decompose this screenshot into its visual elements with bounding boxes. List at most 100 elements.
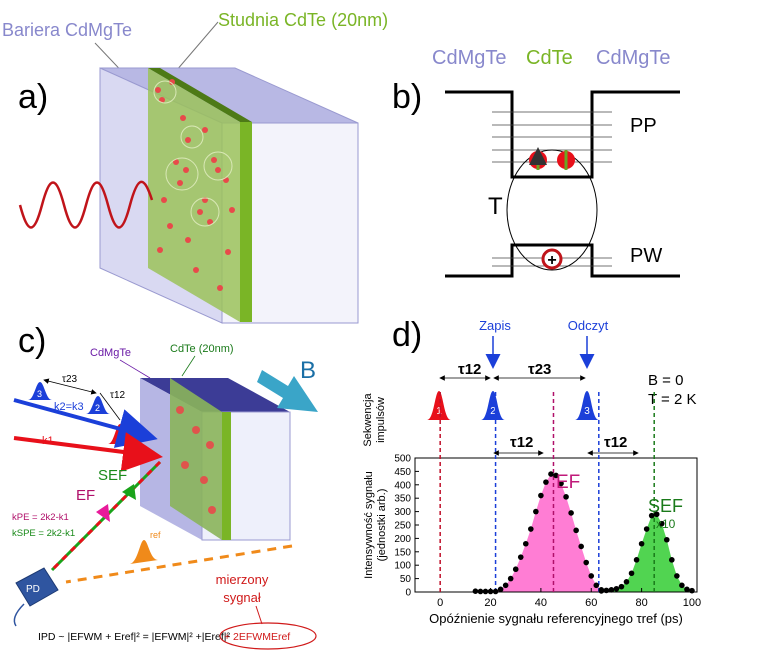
cdmgte-pointer bbox=[119, 359, 151, 379]
data-point-ef bbox=[553, 472, 559, 479]
ef-pulse bbox=[96, 504, 110, 522]
data-point-sef bbox=[603, 587, 610, 594]
data-point-sef bbox=[638, 540, 645, 547]
tau12-label: τ12 bbox=[110, 390, 126, 401]
sef-peak-label: SEF bbox=[648, 496, 683, 516]
valence-band-label: PW bbox=[630, 245, 662, 267]
detector-formula: IPD ~ |EFWM + Eref|² = |EFWM|² +|Eref|² bbox=[38, 631, 230, 643]
write-label: Zapis bbox=[479, 318, 511, 333]
well-side-face bbox=[240, 122, 252, 322]
x-axis-label: Opóźnienie sygnału referencyjnego τref (… bbox=[429, 611, 683, 626]
magnetic-field-arrow bbox=[257, 370, 318, 412]
pulse-3 bbox=[28, 382, 52, 400]
exciton-rings bbox=[153, 80, 233, 227]
sef-pulse bbox=[122, 484, 136, 500]
y-tick-label: 500 bbox=[394, 454, 411, 465]
interference-term: + 2EFWMEref bbox=[224, 631, 290, 643]
sequence-pulse-1 bbox=[427, 391, 451, 420]
sequence-pulse-3 bbox=[575, 391, 599, 420]
panel-b-label: b) bbox=[392, 78, 422, 116]
panel-c: c) CdMgTe CdTe (20nm) B 3 2 1 τ23 τ12 k2… bbox=[12, 322, 318, 650]
data-point-ef bbox=[533, 508, 539, 515]
y-tick-label: 150 bbox=[394, 547, 411, 558]
y-tick-label: 450 bbox=[394, 467, 411, 478]
data-point-ef bbox=[558, 480, 564, 487]
panel-d-label: d) bbox=[392, 316, 422, 354]
trion-label: T bbox=[488, 193, 503, 220]
beam-k1 bbox=[13, 432, 163, 472]
exciton-cluster bbox=[155, 79, 235, 291]
tau12-top-label: τ12 bbox=[458, 361, 481, 378]
beam-k2-k3-label: k2=k3 bbox=[54, 401, 84, 413]
series-fill-sef bbox=[601, 514, 692, 592]
panel-a-label: a) bbox=[18, 78, 48, 116]
series-fill-ef bbox=[495, 474, 602, 592]
tau12-left-label: τ12 bbox=[510, 434, 533, 451]
data-point-ef bbox=[512, 566, 519, 573]
data-point-ef bbox=[497, 586, 504, 593]
sample-well-edge bbox=[222, 412, 231, 540]
data-point-ef bbox=[543, 479, 549, 485]
data-point-sef bbox=[674, 573, 680, 579]
x-tick-label: 20 bbox=[484, 597, 496, 609]
data-point-sef bbox=[613, 585, 620, 592]
data-point-sef bbox=[658, 520, 665, 527]
read-label: Odczyt bbox=[568, 318, 609, 333]
data-point-ef bbox=[578, 543, 584, 550]
kspe-label: kSPE = 2k2-k1 bbox=[12, 528, 75, 539]
measured-signal-line2: sygnał bbox=[223, 590, 261, 605]
electron-pair bbox=[529, 147, 575, 170]
data-point-ef bbox=[528, 526, 534, 532]
y-tick-label: 300 bbox=[394, 507, 411, 518]
data-point-ef bbox=[522, 540, 529, 547]
cdte-label: CdTe (20nm) bbox=[170, 343, 234, 355]
data-point-ef bbox=[507, 575, 514, 582]
sequence-pulse-3-number: 3 bbox=[584, 406, 590, 417]
sample-well-face bbox=[170, 378, 222, 540]
ref-label: ref bbox=[150, 530, 161, 540]
pd-label: PD bbox=[26, 584, 40, 595]
data-point-sef bbox=[653, 511, 660, 518]
y-axis-label-line2: (jednostki arb.) bbox=[376, 489, 388, 562]
left-material-label: CdMgTe bbox=[432, 47, 506, 69]
data-point-ef bbox=[548, 471, 554, 477]
data-point-sef bbox=[689, 587, 695, 594]
panel-c-label: c) bbox=[18, 322, 46, 360]
measured-signal-arrow bbox=[255, 605, 263, 625]
hole: + bbox=[541, 248, 563, 270]
ref-pulse bbox=[130, 540, 158, 564]
ref-beam bbox=[65, 544, 293, 584]
pulse-sequence: 1 2 3 bbox=[427, 391, 599, 420]
y-tick-label: 400 bbox=[394, 480, 411, 491]
tau23-arrow bbox=[43, 378, 97, 395]
data-point-sef bbox=[643, 526, 650, 532]
conduction-band-label: PP bbox=[630, 115, 657, 137]
x-tick-label: 80 bbox=[635, 597, 647, 609]
data-point-sef bbox=[679, 582, 685, 589]
y-tick-label: 200 bbox=[394, 534, 411, 545]
pulse-2 bbox=[86, 396, 110, 414]
data-point-ef bbox=[502, 582, 509, 589]
x-tick-label: 0 bbox=[437, 597, 443, 609]
data-point-baseline bbox=[477, 588, 484, 595]
panel-a: a) Bariera CdMgTe Studnia CdTe (20nm) bbox=[2, 10, 388, 324]
y-axis-label-line1: Intensywność sygnału bbox=[363, 471, 375, 579]
well-front-face bbox=[148, 68, 240, 322]
y-tick-label: 250 bbox=[394, 521, 411, 532]
ef-label: EF bbox=[76, 487, 95, 504]
data-point-ef bbox=[538, 492, 544, 499]
kpe-label: kPE = 2k2-k1 bbox=[12, 512, 69, 523]
x-tick-label: 40 bbox=[535, 597, 547, 609]
x-tick-label: 60 bbox=[585, 597, 597, 609]
data-point-ef bbox=[568, 510, 574, 516]
measured-signal-line1: mierzony bbox=[216, 572, 269, 587]
sequence-pulse-2 bbox=[481, 391, 505, 420]
ef-peak-label: EF bbox=[556, 472, 580, 493]
pulse-sequence-label-2: impulsów bbox=[375, 397, 387, 443]
data-point-baseline bbox=[472, 588, 479, 594]
tau12-right-label: τ12 bbox=[604, 434, 627, 451]
sef-scale-label: x10 bbox=[656, 517, 676, 531]
y-tick-label: 0 bbox=[405, 588, 411, 599]
sef-label: SEF bbox=[98, 467, 127, 484]
